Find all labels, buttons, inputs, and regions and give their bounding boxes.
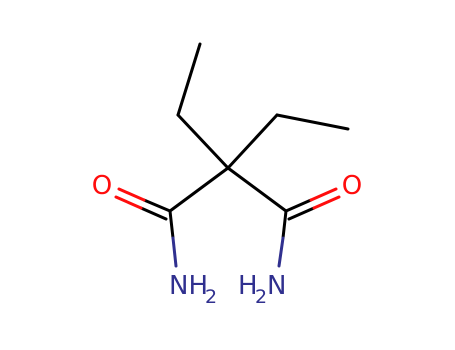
right-amine-n: N <box>267 271 286 301</box>
bond-right-co-b-carbon-half <box>287 206 316 221</box>
left-carbonyl-double-bond <box>114 187 172 221</box>
bond-ethyl1-ch2-to-center <box>176 113 230 170</box>
right-amine-h: H <box>238 271 258 301</box>
bond-left-co-a-oxygen-half <box>117 187 146 202</box>
amide-cn-bonds <box>168 209 288 268</box>
bond-left-co-b-carbon-half <box>139 206 168 221</box>
bond-center-to-right-carbonyl <box>226 166 288 213</box>
bond-left-co-a-carbon-half <box>142 198 172 213</box>
right-amine-label: H 2 N <box>238 271 286 308</box>
left-amine-main: NH <box>169 271 208 301</box>
bond-left-cn-carbon-half <box>168 209 175 240</box>
bond-left-co-b-oxygen-half <box>114 195 143 210</box>
bond-right-cn-nitrogen-half <box>277 236 285 268</box>
bond-center-to-ethyl2-ch2 <box>226 113 279 170</box>
left-amine-label: NH 2 <box>169 271 217 308</box>
bond-left-cn-nitrogen-half <box>171 236 178 268</box>
right-amine-subscript: 2 <box>255 286 267 308</box>
carbon-skeleton <box>168 42 350 213</box>
left-amine-subscript: 2 <box>205 286 217 308</box>
right-oxygen-label: O <box>342 171 362 201</box>
bond-center-to-left-carbonyl <box>168 166 230 213</box>
bond-right-cn-carbon-half <box>281 209 288 240</box>
bond-right-co-a-oxygen-half <box>309 187 338 202</box>
left-oxygen-label: O <box>92 171 112 201</box>
bond-ethyl1-terminal <box>176 42 202 117</box>
right-carbonyl-double-bond <box>284 187 341 221</box>
bond-ethyl2-terminal <box>275 113 350 131</box>
bond-right-co-b-oxygen-half <box>312 195 341 210</box>
bond-right-co-a-carbon-half <box>284 198 313 213</box>
